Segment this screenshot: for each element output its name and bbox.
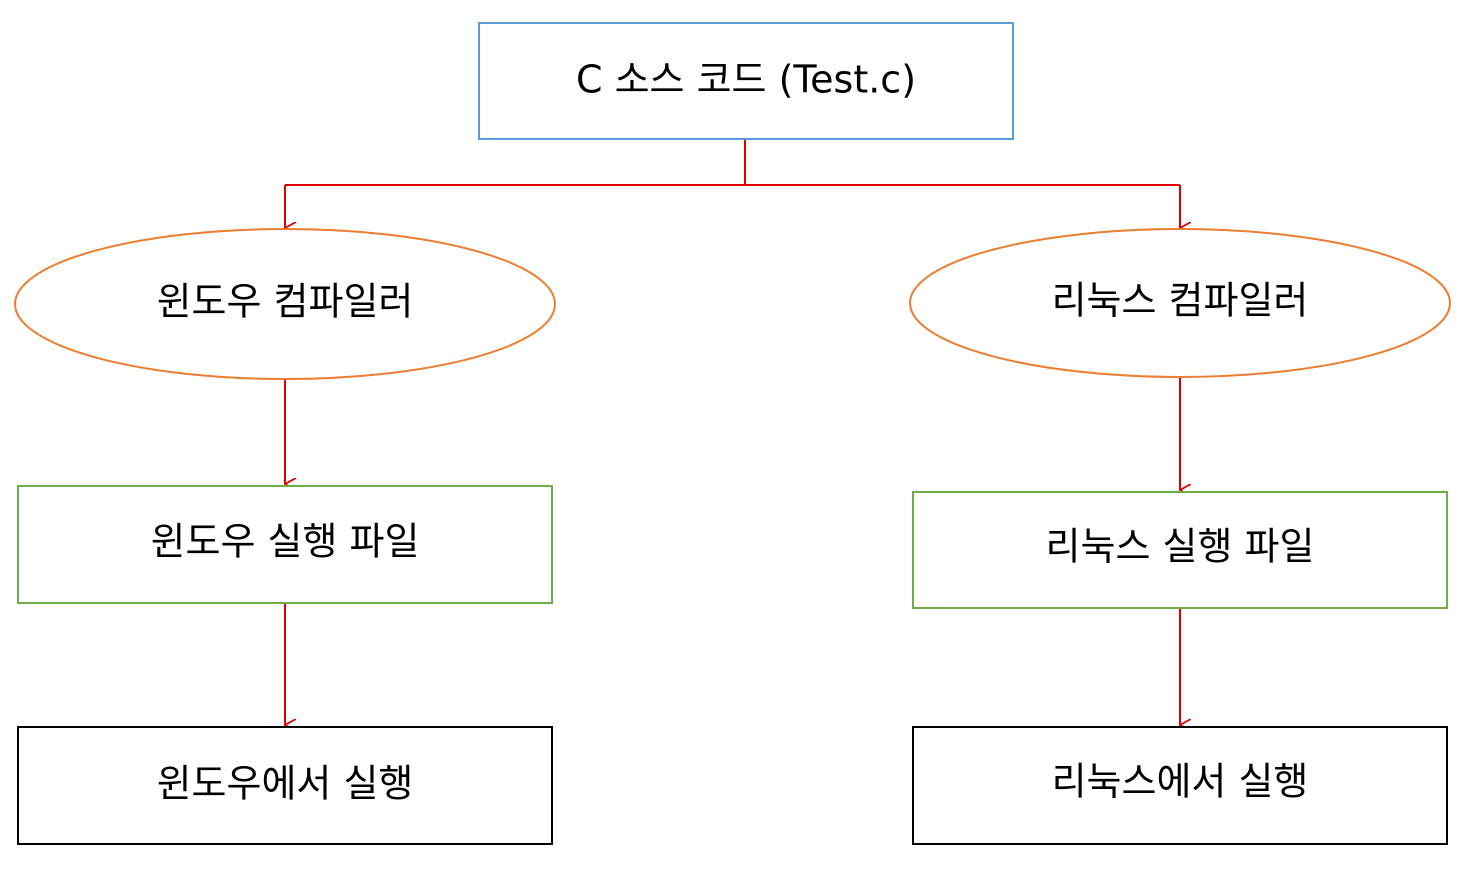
windows-executable-label: 윈도우 실행 파일 xyxy=(151,520,420,564)
windows-compiler-node: 윈도우 컴파일러 xyxy=(14,228,556,380)
windows-run-label: 윈도우에서 실행 xyxy=(157,762,414,806)
source-label: C 소스 코드 (Test.c) xyxy=(576,58,916,102)
linux-compiler-label: 리눅스 컴파일러 xyxy=(1052,279,1309,323)
connectors xyxy=(284,140,1180,725)
source-node: C 소스 코드 (Test.c) xyxy=(478,22,1014,140)
linux-executable-node: 리눅스 실행 파일 xyxy=(912,491,1448,609)
linux-compiler-ellipse xyxy=(909,228,1451,378)
linux-run-box xyxy=(912,726,1448,845)
linux-compiler-node: 리눅스 컴파일러 xyxy=(909,228,1451,378)
windows-compiler-label: 윈도우 컴파일러 xyxy=(157,280,414,324)
windows-compiler-ellipse xyxy=(14,228,556,380)
windows-executable-box xyxy=(17,485,553,604)
windows-executable-node: 윈도우 실행 파일 xyxy=(17,485,553,604)
linux-executable-label: 리눅스 실행 파일 xyxy=(1046,525,1315,569)
source-box xyxy=(478,22,1014,140)
linux-run-node: 리눅스에서 실행 xyxy=(912,726,1448,845)
linux-run-label: 리눅스에서 실행 xyxy=(1052,760,1309,804)
linux-executable-box xyxy=(912,491,1448,609)
source-split-connector xyxy=(285,140,1180,186)
windows-run-box xyxy=(17,726,553,845)
windows-run-node: 윈도우에서 실행 xyxy=(17,726,553,845)
